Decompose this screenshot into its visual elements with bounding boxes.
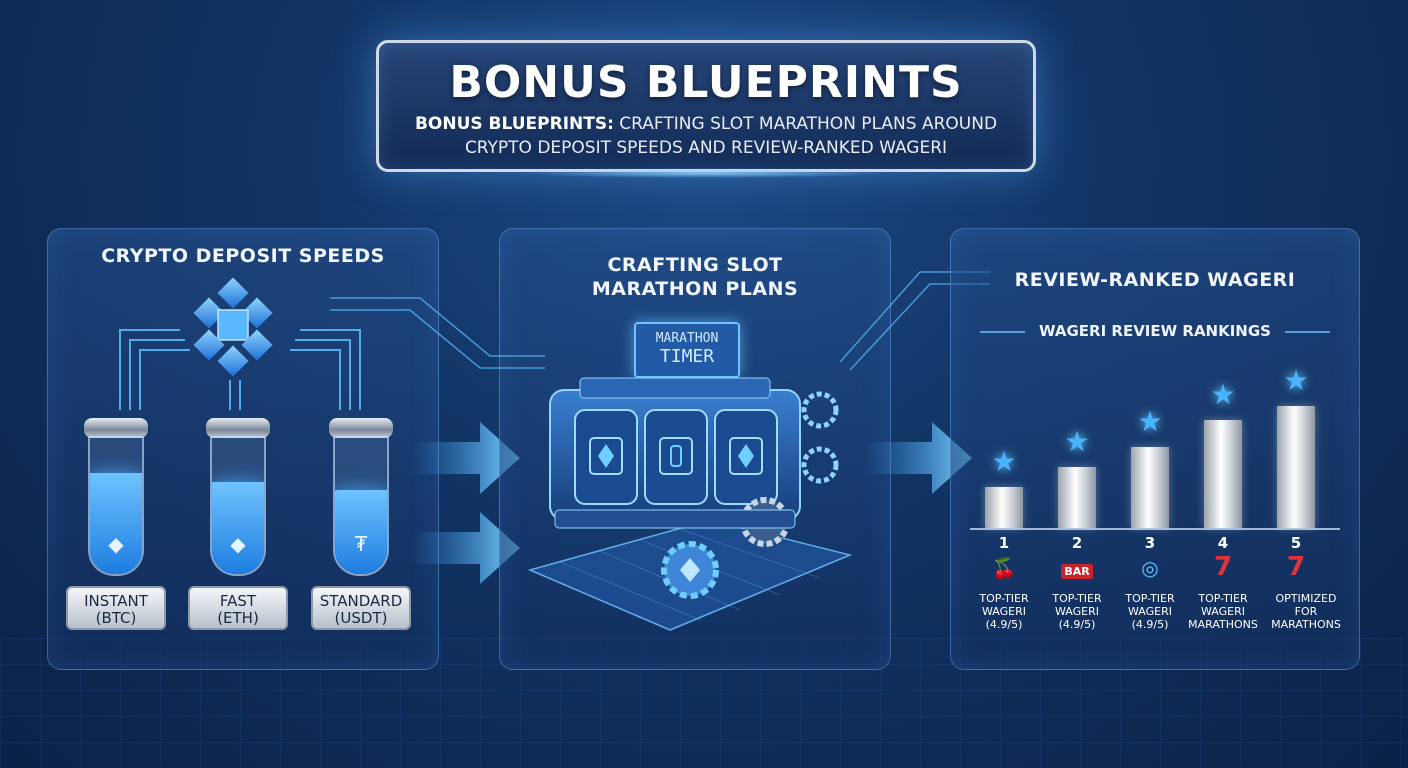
slot-machine-icon <box>527 377 853 631</box>
timer-line1: MARATHON <box>655 331 719 346</box>
page-subtitle: BONUS BLUEPRINTS: CRAFTING SLOT MARATHON… <box>379 112 1033 160</box>
title-glow <box>520 168 890 178</box>
rank-label-line2: MARATHONS <box>1271 618 1341 631</box>
subtitle-bold: BONUS BLUEPRINTS: <box>414 114 614 134</box>
deposit-tube: ₮ <box>329 418 393 578</box>
star-icon: ★ <box>1210 378 1236 411</box>
star-icon: ★ <box>991 445 1017 478</box>
tube-body: ◆ <box>210 436 266 576</box>
marathon-panel-title: CRAFTING SLOT MARATHON PLANS <box>500 253 890 301</box>
subtitle-line1: CRAFTING SLOT MARATHON PLANS AROUND <box>613 114 998 134</box>
timer-line2: TIMER <box>659 346 715 367</box>
rank-label-line1: TOP-TIER <box>1052 592 1102 605</box>
tube-cap <box>206 418 270 438</box>
ufo-icon: ◎ <box>1141 556 1159 580</box>
rank-label-line1: OPTIMIZED FOR <box>1275 592 1337 618</box>
bar-icon: BAR <box>1057 556 1097 580</box>
tube-cap <box>84 418 148 438</box>
eth-diamond-icon: ◆ <box>108 532 124 556</box>
star-icon: ★ <box>1064 425 1090 458</box>
rank-label-line1: TOP-TIER <box>1198 592 1248 605</box>
rank-bar <box>1131 447 1169 528</box>
rank-number: 2 <box>1071 534 1083 552</box>
rank-label-line3: MARATHONS <box>1188 618 1258 631</box>
title-panel: BONUS BLUEPRINTS BONUS BLUEPRINTS: CRAFT… <box>376 40 1036 172</box>
tube-cap <box>329 418 393 438</box>
tube-body: ₮ <box>333 436 389 576</box>
rank-number: 3 <box>1144 534 1156 552</box>
cherry-icon: 🍒 <box>991 556 1017 580</box>
rank-label-line1: TOP-TIER <box>979 592 1029 605</box>
circuit-lines <box>330 297 545 369</box>
arrow-right-icon <box>862 422 972 494</box>
tether-icon: ₮ <box>354 532 368 556</box>
arrow-right-icon <box>410 422 520 494</box>
speed-coin: (ETH) <box>217 609 259 627</box>
deposit-panel-title: CRYPTO DEPOSIT SPEEDS <box>101 245 385 267</box>
rank-bar <box>985 487 1023 528</box>
seven-icon: 7 <box>1213 552 1233 582</box>
tube-liquid <box>212 482 264 574</box>
tube-liquid <box>335 490 387 574</box>
subtitle-line2: CRYPTO DEPOSIT SPEEDS AND REVIEW-RANKED … <box>464 138 948 158</box>
speed-coin: (USDT) <box>334 609 388 627</box>
review-panel-title: REVIEW-RANKED WAGERI <box>1014 269 1296 291</box>
marathon-title-line2: MARATHON PLANS <box>591 278 799 300</box>
rank-label-line3: (4.9/5) <box>1131 618 1169 631</box>
tube-body: ◆ <box>88 436 144 576</box>
circuit-lines <box>119 329 361 410</box>
eth-diamond-icon: ◆ <box>230 532 246 556</box>
speed-coin: (BTC) <box>95 609 137 627</box>
rank-number: 4 <box>1217 534 1229 552</box>
deposit-tube: ◆ <box>206 418 270 578</box>
rank-baseline <box>970 528 1340 530</box>
arrow-right-icon <box>410 512 520 584</box>
rank-label-line1: TOP-TIER <box>1125 592 1175 605</box>
rank-label-line3: (4.9/5) <box>1058 618 1096 631</box>
rank-bar <box>1204 420 1242 528</box>
marathon-timer: MARATHON TIMER <box>634 322 740 378</box>
deposit-speed-button[interactable]: FAST(ETH) <box>188 586 288 630</box>
marathon-title-line1: CRAFTING SLOT <box>607 254 783 276</box>
rank-label-line3: (4.9/5) <box>985 618 1023 631</box>
star-icon: ★ <box>1283 364 1309 397</box>
speed-label: FAST <box>219 592 257 610</box>
subtitle-rule <box>980 331 1330 333</box>
rank-label-line2: WAGERI <box>1128 605 1172 618</box>
speed-label: INSTANT <box>84 592 148 610</box>
seven-icon: 7 <box>1286 552 1306 582</box>
star-icon: ★ <box>1137 405 1163 438</box>
rank-number: 1 <box>998 534 1010 552</box>
deposit-speed-button[interactable]: INSTANT(BTC) <box>66 586 166 630</box>
review-rankings-subtitle: WAGERI REVIEW RANKINGS <box>1039 322 1271 340</box>
speed-label: STANDARD <box>319 592 403 610</box>
blockchain-cube-icon <box>193 278 273 377</box>
rank-label-line2: WAGERI <box>1201 605 1245 618</box>
rank-label-line2: WAGERI <box>982 605 1026 618</box>
rank-bar <box>1058 467 1096 528</box>
deposit-tube: ◆ <box>84 418 148 578</box>
rank-label-line2: WAGERI <box>1055 605 1099 618</box>
deposit-speed-button[interactable]: STANDARD(USDT) <box>311 586 411 630</box>
page-title: BONUS BLUEPRINTS <box>449 57 963 108</box>
rank-number: 5 <box>1290 534 1302 552</box>
rank-bar <box>1277 406 1315 528</box>
tube-liquid <box>90 473 142 574</box>
